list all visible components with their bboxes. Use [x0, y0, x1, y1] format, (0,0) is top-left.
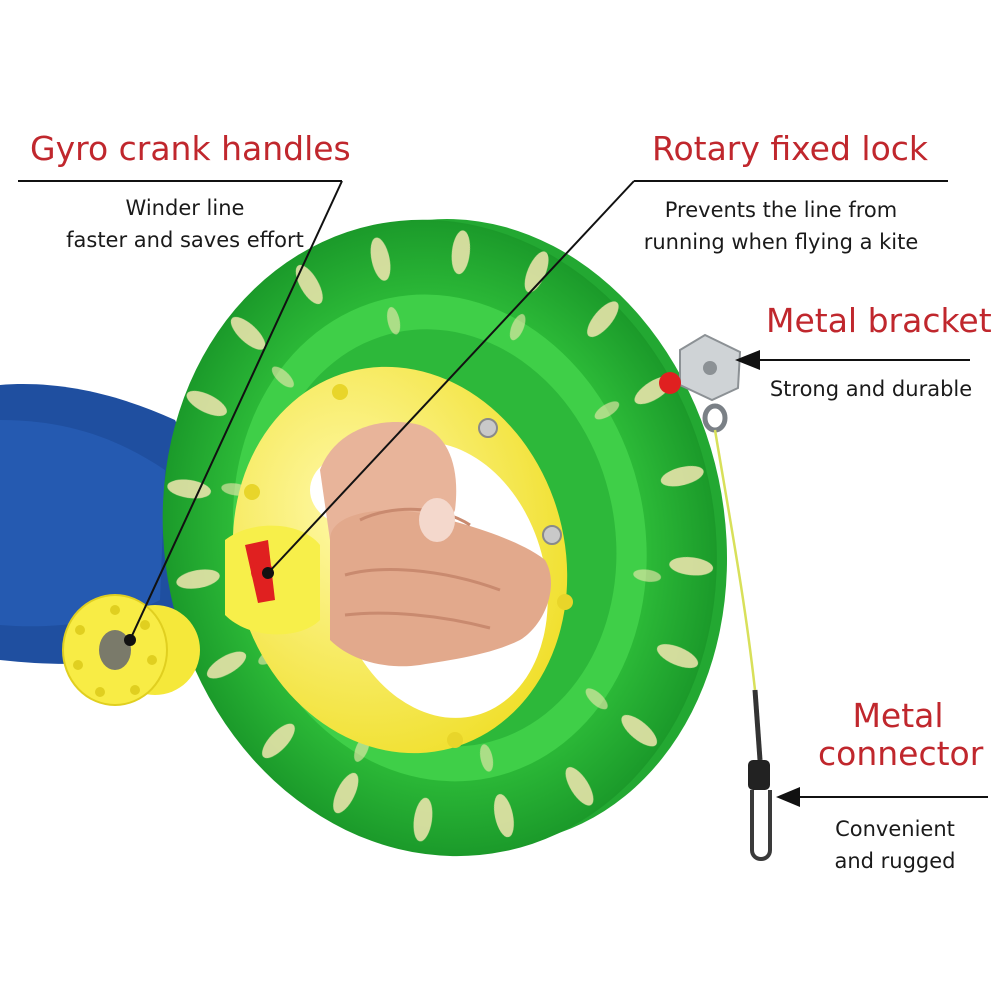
kite-line — [713, 429, 757, 691]
lock-callout-title: Rotary fixed lock — [652, 129, 929, 168]
crank-knob — [62, 594, 200, 706]
connector-title-line1: Metal — [852, 696, 944, 735]
connector-callout-desc: Convenient and rugged — [820, 814, 970, 877]
callout-lines — [18, 180, 988, 798]
bracket-callout-title: Metal bracket — [766, 301, 992, 340]
connector-title-line2: connector — [818, 733, 984, 773]
metal-bracket — [659, 333, 742, 433]
lock-desc-line2: running when flying a kite — [643, 229, 919, 254]
connector-callout-title: Metal connector — [818, 696, 984, 773]
gyro-callout-desc: Winder line faster and saves effort — [60, 193, 310, 256]
gyro-desc-line2: faster and saves effort — [66, 227, 304, 252]
lock-desc-line1: Prevents the line from — [664, 198, 898, 222]
connector-desc-line1: Convenient — [835, 817, 955, 841]
hand — [320, 422, 551, 667]
connector-desc-line2: and rugged — [834, 848, 956, 873]
gyro-callout-title: Gyro crank handles — [30, 129, 351, 168]
arrowheads — [124, 350, 800, 807]
metal-connector — [748, 689, 772, 861]
bracket-callout-desc: Strong and durable — [769, 377, 973, 401]
lock-callout-desc: Prevents the line from running when flyi… — [636, 195, 926, 258]
gyro-desc-line1: Winder line — [125, 196, 245, 220]
